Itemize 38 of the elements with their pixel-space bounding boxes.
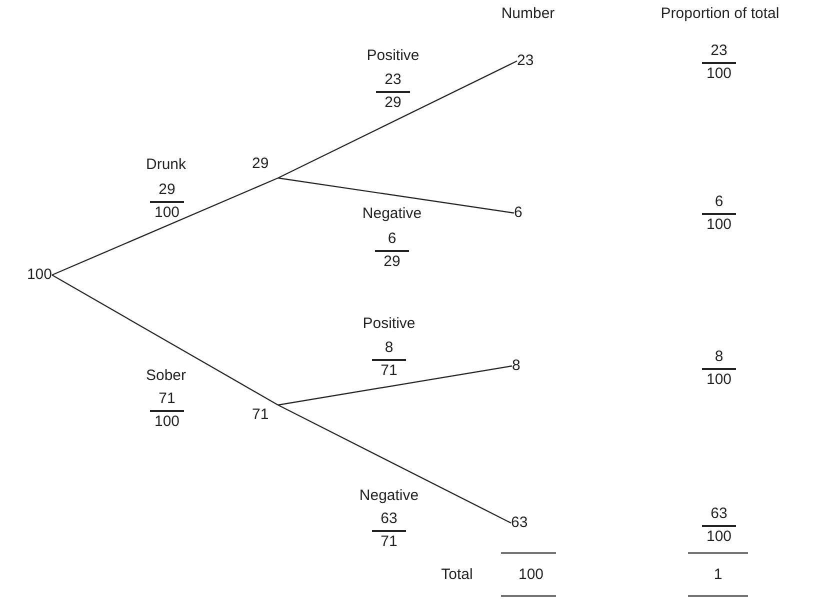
branch-line — [278, 177, 514, 214]
fraction-denominator: 71 — [380, 361, 398, 381]
branch-line — [52, 177, 278, 276]
fraction-denominator: 100 — [154, 412, 180, 432]
count-value: 71 — [252, 405, 278, 429]
column-header: Number — [501, 4, 555, 24]
fraction-numerator: 71 — [158, 389, 176, 409]
fraction-numerator: 23 — [384, 70, 402, 90]
count-value: 6 — [514, 203, 554, 223]
total-text: Total — [441, 565, 473, 585]
fraction-denominator: 100 — [706, 215, 732, 235]
total-text: 100 — [518, 565, 544, 585]
fraction-denominator: 100 — [706, 64, 732, 84]
column-header: Proportion of total — [660, 4, 780, 24]
count-value: 23 — [517, 51, 551, 71]
fraction-denominator: 100 — [706, 370, 732, 390]
fraction-numerator: 6 — [388, 229, 396, 249]
fraction-numerator: 29 — [158, 180, 176, 200]
branch-line — [278, 404, 512, 524]
count-value: 100 — [8, 265, 52, 285]
branch-line — [278, 60, 518, 179]
branch-line — [278, 365, 512, 406]
fraction-numerator: 8 — [384, 338, 394, 358]
fraction-numerator: 6 — [714, 192, 724, 212]
fraction-denominator: 29 — [384, 93, 402, 113]
fraction-numerator: 63 — [380, 509, 398, 529]
fraction-denominator: 100 — [706, 527, 732, 547]
fraction-numerator: 23 — [710, 41, 728, 61]
count-value: 63 — [511, 513, 545, 533]
fraction-denominator: 100 — [154, 203, 180, 223]
fraction-denominator: 29 — [384, 252, 400, 272]
count-value: 8 — [512, 356, 552, 376]
fraction-numerator: 8 — [714, 347, 724, 367]
fraction-denominator: 71 — [380, 532, 398, 552]
fraction-numerator: 63 — [710, 504, 728, 524]
branch-line — [52, 274, 278, 406]
total-text: 1 — [714, 565, 722, 585]
count-value: 29 — [252, 154, 278, 178]
